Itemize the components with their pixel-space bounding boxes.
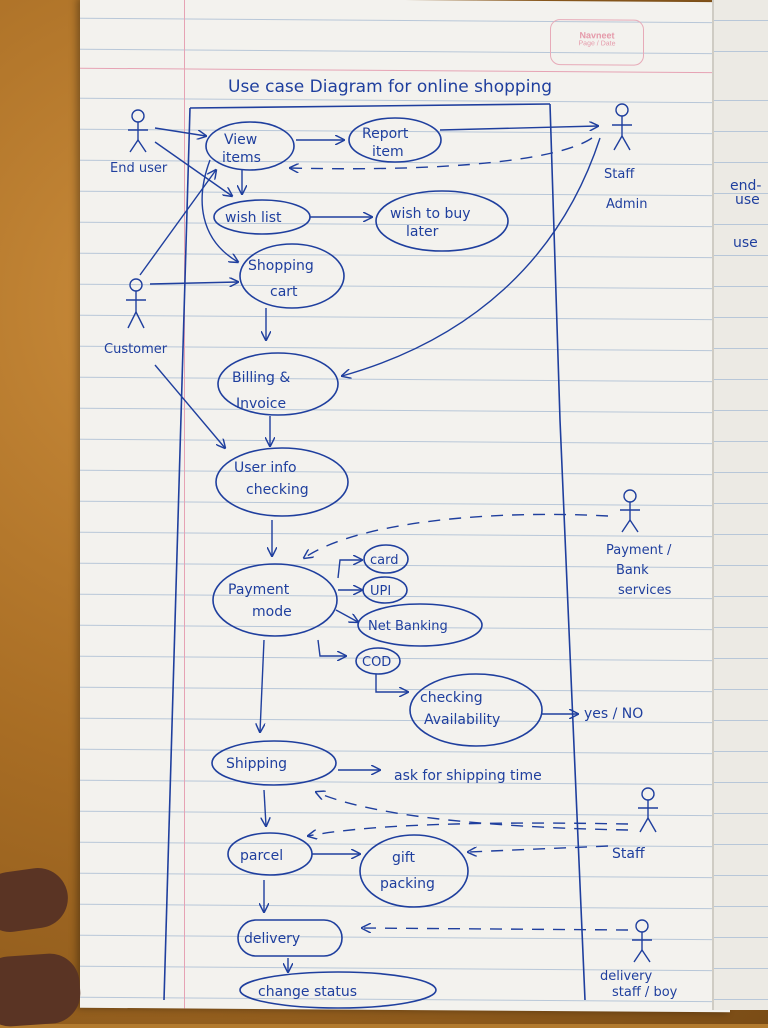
upi-label: UPI	[370, 584, 391, 599]
actor-end-user-figure	[128, 109, 148, 153]
right-scribble-2: use	[735, 192, 760, 208]
usecase-delivery	[237, 919, 343, 957]
user-info-label-1: User info	[234, 460, 297, 476]
usecase-shipping	[211, 740, 337, 786]
actor-staff-admin-figure	[612, 103, 632, 151]
actor-payment-label-1: Payment /	[606, 543, 672, 558]
usecase-change-status	[239, 971, 437, 1009]
checking-availability-label-2: Availability	[424, 712, 500, 728]
actor-payment-label-3: services	[618, 583, 672, 598]
association-arrows	[139, 126, 601, 972]
actor-customer-figure	[126, 278, 146, 329]
right-scribble-1: end-	[730, 178, 761, 194]
usecase-shopping-cart	[239, 243, 345, 309]
facing-ruled-lines	[714, 0, 768, 1010]
payment-mode-label-1: Payment	[228, 582, 290, 598]
card-label: card	[370, 553, 398, 568]
actor-staff-label: Staff	[604, 167, 635, 182]
cod-label: COD	[362, 655, 391, 670]
report-item-label-2: item	[372, 144, 404, 160]
payment-mode-label-2: mode	[252, 604, 292, 620]
shopping-cart-label-1: Shopping	[248, 258, 314, 274]
user-info-label-2: checking	[246, 482, 309, 498]
usecase-card	[363, 544, 409, 574]
dependency-dashed-arrows	[290, 137, 629, 930]
wish-list-label: wish list	[225, 210, 282, 226]
facing-page	[712, 0, 768, 1010]
delivery-label: delivery	[244, 931, 300, 947]
ask-shipping-time-label: ask for shipping time	[394, 768, 542, 784]
usecase-upi	[362, 576, 408, 604]
usecase-user-info-checking	[215, 447, 349, 517]
usecase-net-banking	[357, 603, 483, 647]
view-items-label-2: items	[222, 150, 261, 166]
wish-to-buy-label-1: wish to buy	[390, 206, 471, 222]
view-items-label-1: View	[224, 132, 257, 148]
actor-payment-label-2: Bank	[616, 563, 649, 578]
diagram-title: Use case Diagram for online shopping	[228, 77, 552, 97]
gift-label-1: gift	[392, 850, 415, 866]
usecase-billing-invoice	[217, 352, 339, 416]
usecase-cod	[355, 647, 401, 675]
net-banking-label: Net Banking	[368, 619, 448, 634]
usecase-gift-packing	[359, 834, 469, 908]
usecase-report-item	[348, 117, 442, 163]
billing-label-1: Billing &	[232, 370, 290, 386]
actor-customer-label: Customer	[104, 342, 168, 357]
parcel-label: parcel	[240, 848, 283, 864]
wish-to-buy-label-2: later	[406, 224, 439, 240]
actor-payment-bank-figure	[620, 489, 640, 533]
checking-availability-label-1: checking	[420, 690, 483, 706]
system-boundary	[163, 103, 586, 1001]
billing-label-2: Invoice	[236, 396, 286, 412]
usecase-checking-availability	[409, 673, 543, 747]
change-status-label: change status	[258, 984, 357, 1000]
usecase-payment-mode	[212, 563, 338, 637]
gift-label-2: packing	[380, 876, 435, 892]
shipping-label: Shipping	[226, 756, 287, 772]
yes-no-label: yes / NO	[584, 706, 643, 722]
actor-end-user-label: End user	[110, 161, 168, 176]
shopping-cart-label-2: cart	[270, 284, 298, 300]
right-scribble-3: use	[733, 235, 758, 251]
actor-staff-figure	[638, 787, 658, 833]
actor-delivery-label-2: staff / boy	[612, 985, 678, 1000]
actor-delivery-figure	[632, 919, 652, 963]
actor-admin-label: Admin	[606, 197, 647, 212]
actor-staff2-label: Staff	[612, 846, 645, 862]
actor-delivery-label-1: delivery	[600, 969, 653, 984]
usecase-view-items	[205, 121, 295, 171]
report-item-label-1: Report	[362, 126, 409, 142]
usecase-wish-to-buy-later	[375, 190, 509, 252]
